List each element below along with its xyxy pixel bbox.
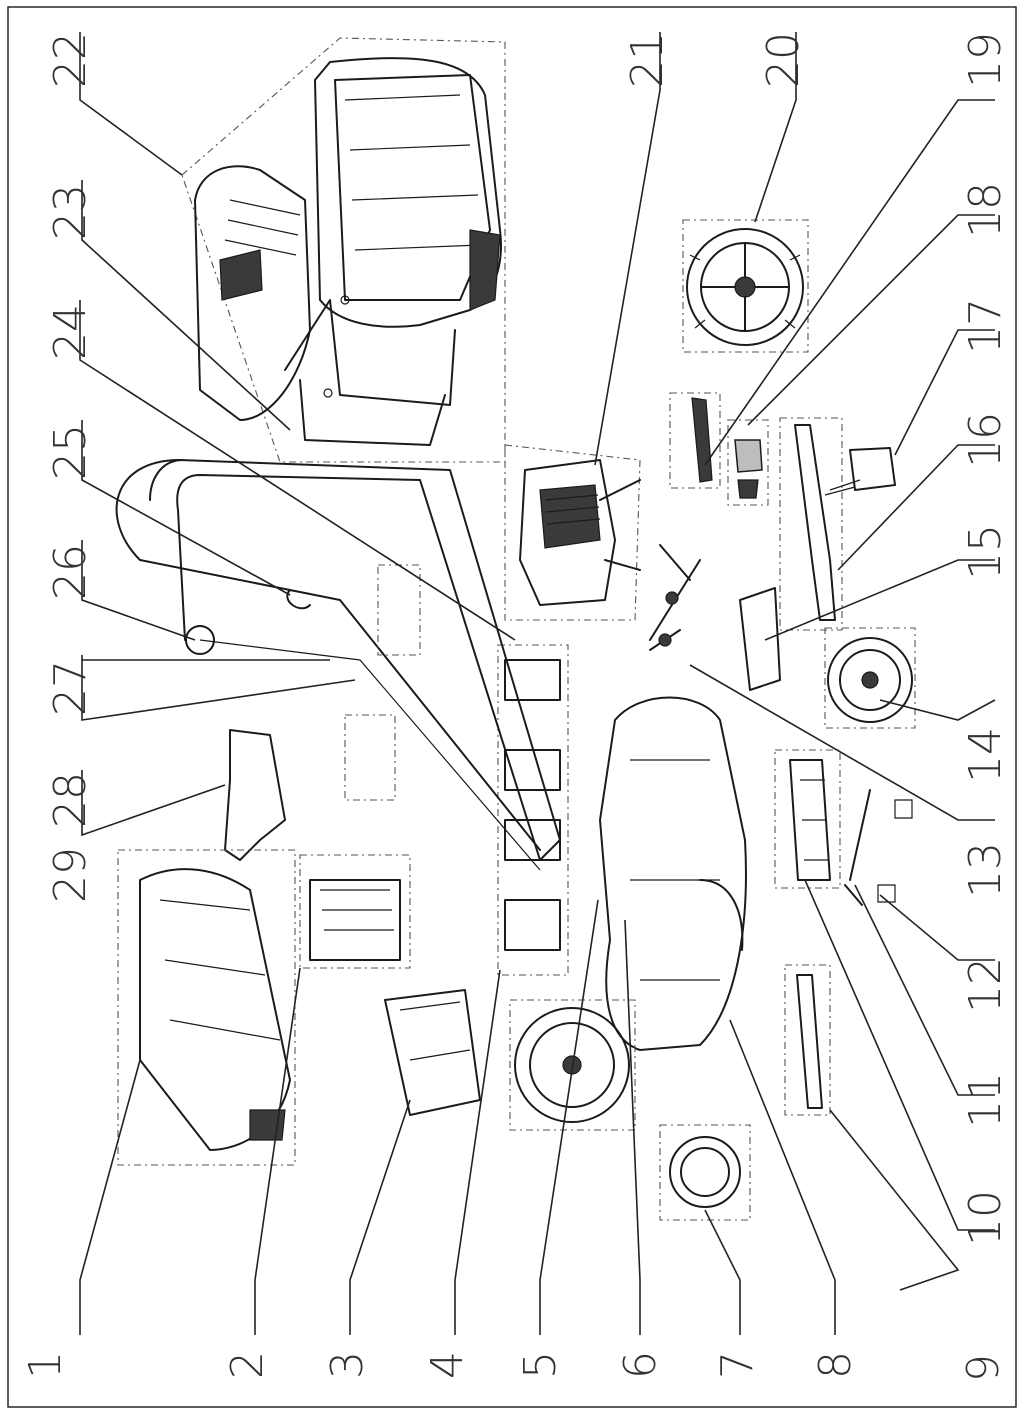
callout-9: 9 (958, 1354, 1009, 1382)
callout-16: 16 (960, 412, 1011, 468)
small-parts-19-18 (669, 392, 769, 506)
height-adjuster (774, 749, 841, 889)
callout-17: 17 (960, 298, 1011, 354)
top-cover (117, 849, 296, 1166)
front-wheel-large (509, 999, 636, 1131)
cable-clip (286, 564, 421, 801)
callout-22: 22 (45, 32, 96, 88)
callout-7: 7 (712, 1351, 763, 1379)
callout-27: 27 (45, 660, 96, 716)
callout-10: 10 (960, 1190, 1011, 1246)
axle-12 (844, 789, 913, 906)
callout-28: 28 (45, 772, 96, 828)
rear-wheel-left (824, 627, 916, 729)
callout-14: 14 (960, 727, 1011, 783)
discharge-flap (504, 444, 641, 621)
callout-3: 3 (322, 1351, 373, 1379)
callout-11: 11 (960, 1072, 1011, 1128)
callout-15: 15 (960, 524, 1011, 580)
bracket-15 (739, 587, 781, 691)
callout-29: 29 (45, 847, 96, 903)
callout-6: 6 (615, 1351, 666, 1379)
callout-2: 2 (222, 1351, 273, 1379)
rear-wheel-right (682, 219, 809, 353)
axle-13 (649, 544, 701, 651)
callout-12: 12 (960, 957, 1011, 1013)
callout-20: 20 (758, 32, 809, 88)
callout-numbers: 22 23 24 25 26 27 28 29 21 20 19 18 17 1… (20, 32, 1011, 1382)
motor (299, 854, 411, 969)
handle-clamp-parts (497, 644, 569, 976)
side-cover (224, 729, 286, 861)
callout-1: 1 (20, 1351, 71, 1379)
handlebar (115, 459, 561, 871)
callout-24: 24 (45, 304, 96, 360)
mower-deck (599, 696, 747, 1051)
callout-8: 8 (810, 1351, 861, 1379)
callout-5: 5 (515, 1351, 566, 1379)
callout-23: 23 (45, 184, 96, 240)
blade (784, 964, 831, 1116)
callout-13: 13 (960, 842, 1011, 898)
callout-21: 21 (622, 32, 673, 88)
callout-19: 19 (960, 32, 1011, 88)
switch-box (824, 447, 896, 496)
front-wheel-small (659, 1124, 751, 1221)
callout-25: 25 (45, 424, 96, 480)
callout-18: 18 (960, 182, 1011, 238)
callout-4: 4 (422, 1351, 473, 1379)
leader-lines (79, 32, 996, 1335)
height-lever-bar (779, 417, 843, 631)
grass-catcher-group (181, 37, 506, 463)
callout-26: 26 (45, 544, 96, 600)
diagram-border (7, 6, 1017, 1408)
battery (384, 989, 481, 1116)
